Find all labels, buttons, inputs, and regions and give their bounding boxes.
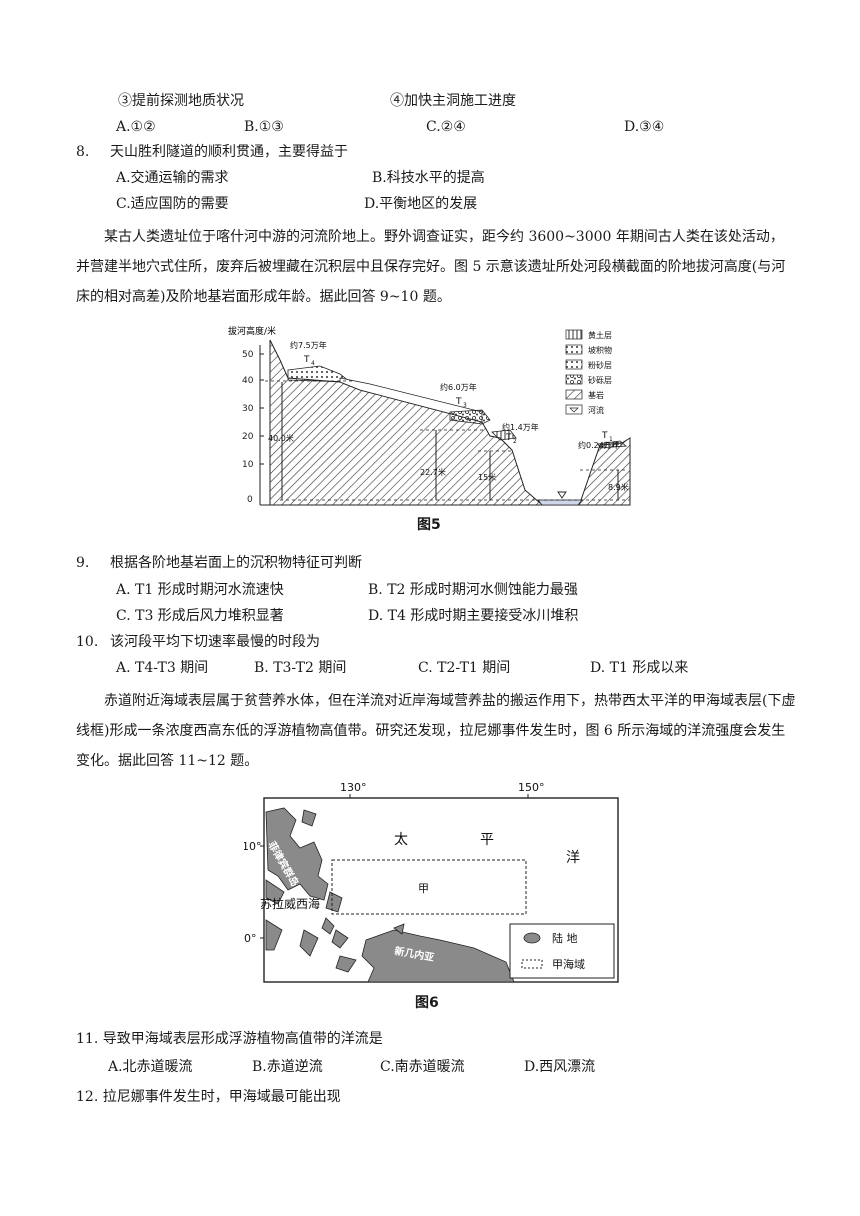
fig5-ytick-50: 50 bbox=[242, 350, 254, 360]
q10-choice-c: C. T2-T1 期间 bbox=[418, 660, 511, 676]
legend-silt: 粉砂层 bbox=[588, 360, 612, 370]
legend-slope: 坡积物 bbox=[588, 345, 612, 355]
fig5-t3-name: T bbox=[455, 397, 462, 407]
legend-slope-swatch bbox=[565, 344, 583, 355]
figure-6-caption: 图6 bbox=[415, 995, 439, 1011]
q8-choice-c: C.适应国防的需要 bbox=[116, 196, 229, 212]
q7-choice-c: C.②④ bbox=[426, 119, 466, 135]
fig5-ytick-10: 10 bbox=[242, 460, 254, 470]
q11-choice-b: B.赤道逆流 bbox=[252, 1059, 323, 1075]
fig5-ytick-0: 0 bbox=[247, 495, 253, 505]
q9-number: 9. bbox=[76, 555, 90, 571]
q8-stem: 天山胜利隧道的顺利贯通，主要得益于 bbox=[110, 144, 348, 160]
fig5-ytick-40: 40 bbox=[242, 376, 254, 386]
fig5-t4-age: 约7.5万年 bbox=[290, 340, 327, 350]
q10-choice-b: B. T3-T2 期间 bbox=[254, 660, 347, 676]
fig6-ocean-char-3: 洋 bbox=[566, 850, 580, 866]
legend-bedrock-swatch bbox=[565, 389, 583, 400]
fig5-ylabel: 拔河高度/米 bbox=[228, 325, 276, 337]
legend-river: 河流 bbox=[588, 405, 604, 415]
q7-choice-d: D.③④ bbox=[624, 119, 665, 135]
fig5-ytick-20: 20 bbox=[242, 432, 254, 442]
fig5-t4-sub: 4 bbox=[311, 360, 315, 367]
philippines-main-land bbox=[265, 807, 329, 901]
q11-choice-c: C.南赤道暖流 bbox=[380, 1059, 465, 1075]
fig5-t2-age: 约1.4万年 bbox=[502, 422, 539, 432]
q8-choice-b: B.科技水平的提高 bbox=[372, 170, 485, 186]
q7-option-3: ③提前探测地质状况 bbox=[118, 93, 244, 109]
fig6-ocean-char-1: 太 bbox=[394, 832, 408, 848]
fig6-lat-0: 0° bbox=[244, 932, 257, 945]
q10-stem: 该河段平均下切速率最慢的时段为 bbox=[110, 634, 320, 650]
legend-river-swatch bbox=[565, 404, 583, 415]
fig5-t1-name: T bbox=[601, 431, 608, 441]
q9-choice-c: C. T3 形成后风力堆积显著 bbox=[116, 608, 284, 624]
fig6-lon-150: 150° bbox=[518, 781, 545, 794]
fig6-area-label: 甲 bbox=[418, 882, 429, 895]
fig6-legend-land: 陆 地 bbox=[552, 931, 578, 945]
q9-choice-a: A. T1 形成时期河水流速快 bbox=[116, 582, 284, 598]
fig6-lat-10: 10° bbox=[244, 840, 262, 853]
new-guinea-land bbox=[361, 929, 515, 983]
fig5-t1-age: 约0.24万年 bbox=[578, 440, 620, 450]
figure-5: 拔河高度/米 50 40 30 20 10 0 bbox=[220, 320, 640, 515]
fig6-legend-area: 甲海域 bbox=[552, 957, 585, 971]
legend-bedrock: 基岩 bbox=[588, 390, 604, 400]
q9-stem: 根据各阶地基岩面上的沉积物特征可判断 bbox=[110, 555, 362, 571]
q7-choice-a: A.①② bbox=[116, 119, 156, 135]
fig5-t2-height: 15米 bbox=[478, 472, 496, 482]
legend-gravel: 砂砾层 bbox=[588, 375, 612, 385]
fig5-ytick-30: 30 bbox=[242, 404, 254, 414]
passage-11-12: 赤道附近海域表层属于贫营养水体，但在洋流对近岸海域营养盐的搬运作用下，热带西太平… bbox=[76, 693, 796, 769]
q9-choice-b: B. T2 形成时期河水侧蚀能力最强 bbox=[368, 582, 578, 598]
fig5-t4-name: T bbox=[303, 355, 310, 365]
q10-choice-a: A. T4-T3 期间 bbox=[116, 660, 209, 676]
fig5-t1-sub: 1 bbox=[609, 436, 613, 443]
figure-5-caption: 图5 bbox=[417, 517, 441, 533]
q10-number: 10. bbox=[76, 634, 99, 650]
passage-9-10: 某古人类遗址位于喀什河中游的河流阶地上。野外调查证实，距今约 3600~3000… bbox=[76, 229, 786, 305]
q11-choice-a: A.北赤道暖流 bbox=[108, 1059, 193, 1075]
area-jia-box bbox=[331, 859, 527, 915]
q8-choice-d: D.平衡地区的发展 bbox=[364, 196, 478, 212]
fig6-sea-label: 苏拉威西海 bbox=[260, 896, 320, 911]
q8-choice-a: A.交通运输的需求 bbox=[116, 170, 229, 186]
legend-gravel-swatch bbox=[565, 374, 583, 385]
q10-choice-d: D. T1 形成以来 bbox=[590, 660, 689, 676]
q12-stem: 12. 拉尼娜事件发生时，甲海域最可能出现 bbox=[76, 1089, 341, 1105]
fig5-t3-age: 约6.0万年 bbox=[440, 382, 477, 392]
fig6-ocean-char-2: 平 bbox=[480, 832, 494, 848]
fig6-legend-box bbox=[509, 923, 615, 979]
legend-silt-swatch bbox=[565, 359, 583, 370]
legend-loess-swatch bbox=[565, 329, 583, 340]
fig5-t1-height: 8.9米 bbox=[608, 482, 629, 492]
q11-stem: 11. 导致甲海域表层形成浮游植物高值带的洋流是 bbox=[76, 1031, 383, 1047]
legend-area-swatch bbox=[521, 959, 543, 969]
figure-6: 130° 150° 10° 0° 菲律宾群岛 新几内亚 苏拉威西海 太 平 bbox=[242, 780, 624, 990]
fig5-t3-height: 22.7米 bbox=[420, 467, 446, 477]
q7-option-4: ④加快主洞施工进度 bbox=[390, 93, 516, 109]
q8-number: 8. bbox=[76, 144, 90, 160]
fig5-t3-sub: 3 bbox=[463, 402, 467, 409]
fig5-t2-sub: 2 bbox=[513, 438, 517, 445]
legend-loess: 黄土层 bbox=[588, 330, 612, 340]
legend-land-swatch bbox=[523, 932, 541, 944]
fig6-lon-130: 130° bbox=[340, 781, 367, 794]
fig5-t4-height: 40.0米 bbox=[268, 433, 294, 443]
fig5-t2-name: T bbox=[505, 433, 512, 443]
q11-choice-d: D.西风漂流 bbox=[524, 1059, 596, 1075]
q7-choice-b: B.①③ bbox=[244, 119, 284, 135]
q9-choice-d: D. T4 形成时期主要接受冰川堆积 bbox=[368, 608, 579, 624]
